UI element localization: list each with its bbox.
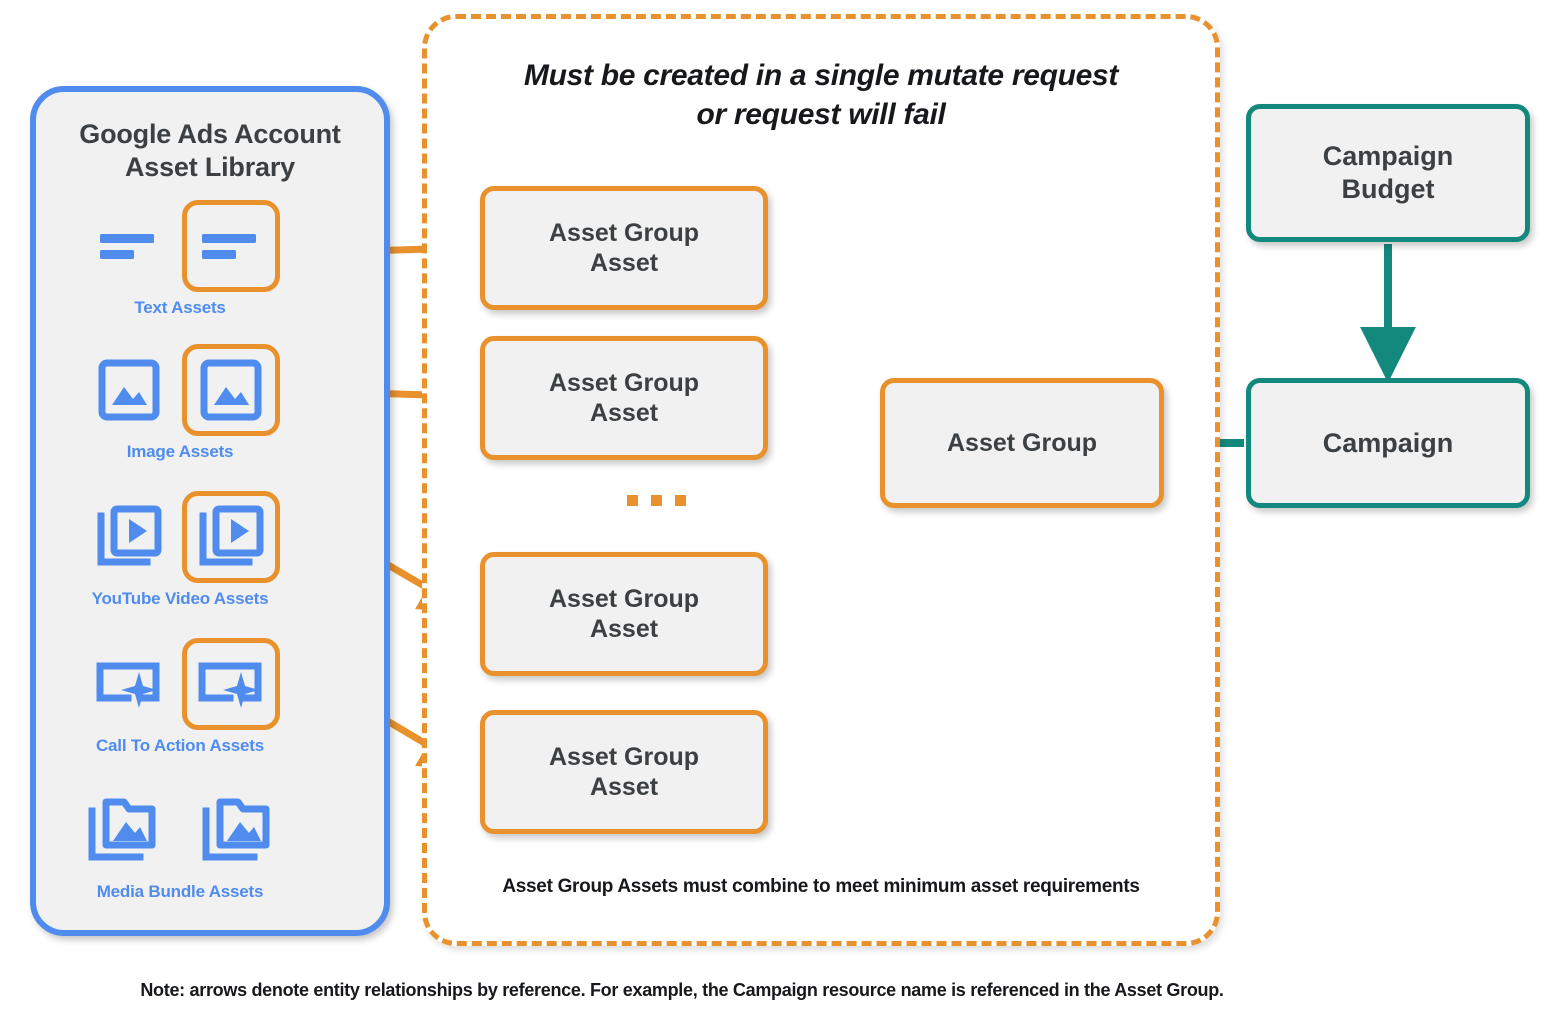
asset-row-cta[interactable]: Call To Action Assets [0,634,360,756]
aga-2-label-line1: Asset Group [548,368,700,397]
asset-label-text: Text Assets [134,298,226,317]
video-asset-icon-selected[interactable] [182,491,280,583]
aga-2-label-line2: Asset [589,399,659,427]
asset-label-media-bundle: Media Bundle Assets [96,882,264,901]
mutate-footnote: Asset Group Assets must combine to meet … [502,876,1140,897]
mutate-heading-line1: Must be created in a single mutate reque… [523,59,1119,92]
asset-library-title-line1: Google Ads Account [79,119,341,149]
aga-4-label-line2: Asset [589,773,659,801]
campaign-budget-label-line1: Campaign [1322,141,1454,172]
asset-library-title-line2: Asset Library [125,151,295,182]
campaign-budget-label-line2: Budget [1341,174,1435,204]
campaign-label: Campaign [1322,427,1454,458]
asset-row-image[interactable]: Image Assets [0,340,360,462]
image-asset-icon-selected[interactable] [182,344,280,436]
aga-3-label-line2: Asset [589,615,659,643]
text-asset-icon [80,200,178,292]
asset-label-video: YouTube Video Assets [91,589,269,608]
campaign-budget-node[interactable]: Campaign Budget [1246,104,1530,242]
video-asset-icon [80,491,178,583]
aga-4-label-line1: Asset Group [548,742,700,771]
asset-group-label: Asset Group [946,428,1098,457]
asset-library-title: Google Ads Account Asset Library [36,118,384,184]
text-asset-icon-selected[interactable] [182,200,280,292]
asset-group-asset-node-4[interactable]: Asset Group Asset [480,710,768,834]
call-to-action-asset-icon-selected[interactable] [182,638,280,730]
campaign-node[interactable]: Campaign [1246,378,1530,508]
asset-label-cta: Call To Action Assets [95,736,265,755]
page-note: Note: arrows denote entity relationships… [140,980,1224,1000]
aga-1-label-line1: Asset Group [548,218,700,247]
asset-row-text[interactable]: Text Assets [0,196,360,318]
mutate-heading-line2: or request will fail [696,98,946,131]
media-bundle-asset-icon-2 [188,784,286,876]
asset-group-asset-node-2[interactable]: Asset Group Asset [480,336,768,460]
ellipsis-indicator [627,495,686,506]
mutate-heading: Must be created in a single mutate reque… [440,56,1202,134]
aga-3-label-line1: Asset Group [548,584,700,613]
image-asset-icon [80,344,178,436]
asset-row-media-bundle[interactable]: Media Bundle Assets [0,780,360,902]
aga-1-label-line2: Asset [589,249,659,277]
asset-label-image: Image Assets [126,442,234,461]
asset-group-asset-node-3[interactable]: Asset Group Asset [480,552,768,676]
media-bundle-asset-icon [74,784,172,876]
asset-group-asset-node-1[interactable]: Asset Group Asset [480,186,768,310]
asset-row-video[interactable]: YouTube Video Assets [0,487,360,609]
asset-group-node[interactable]: Asset Group [880,378,1164,508]
asset-library-panel: Google Ads Account Asset Library [30,86,390,936]
call-to-action-asset-icon [80,638,178,730]
